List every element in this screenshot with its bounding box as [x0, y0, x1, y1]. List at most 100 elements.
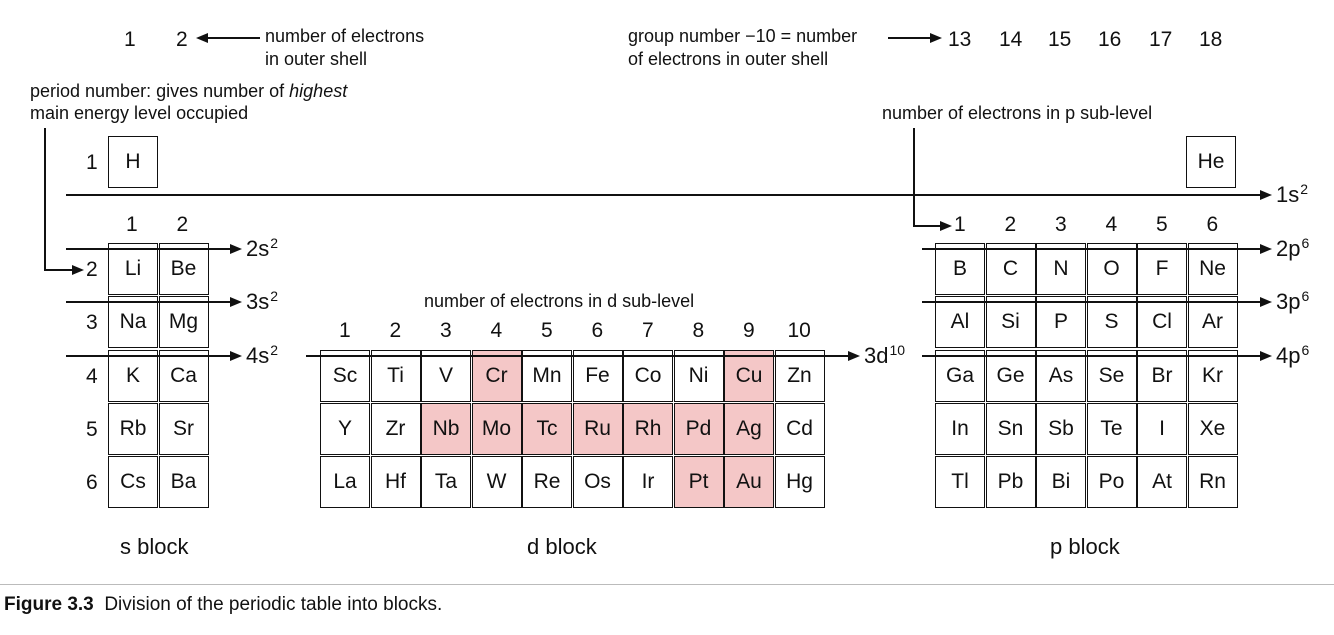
- orbital-1s-label: 1s2: [1276, 181, 1309, 207]
- element-Ru: Ru: [572, 403, 623, 455]
- orbital-3p-arrow: [1260, 297, 1272, 307]
- element-Cu: Cu: [724, 350, 774, 402]
- p-pointer-hline: [913, 225, 941, 227]
- element-Ta: Ta: [421, 456, 471, 508]
- element-Ir: Ir: [623, 456, 673, 508]
- period-4-label: 4: [86, 365, 98, 388]
- orbital-3d-line: [306, 355, 850, 357]
- element-Cd: Cd: [774, 403, 825, 455]
- top-group-1: 1: [124, 28, 136, 51]
- element-Ni: Ni: [673, 350, 724, 402]
- element-Be: Be: [158, 243, 209, 295]
- d-group-1: 1: [339, 319, 351, 342]
- top-group-14: 14: [999, 28, 1023, 51]
- element-In: In: [935, 403, 985, 455]
- p-block-label: p block: [1050, 534, 1120, 559]
- orbital-4s-arrow: [230, 351, 242, 361]
- group-minus-note-line1: group number −10 = number: [628, 26, 858, 46]
- element-Na: Na: [108, 296, 158, 348]
- element-N: N: [1036, 243, 1086, 295]
- element-Ge: Ge: [985, 350, 1036, 402]
- outer-shell-arrow-line: [206, 37, 260, 39]
- element-Rh: Rh: [623, 403, 673, 455]
- element-Hf: Hf: [370, 456, 421, 508]
- element-Ar: Ar: [1187, 296, 1238, 348]
- d-group-10: 10: [787, 319, 811, 342]
- element-Zr: Zr: [370, 403, 421, 455]
- orbital-4s-line: [66, 355, 232, 357]
- element-Rn: Rn: [1187, 456, 1238, 508]
- element-Os: Os: [572, 456, 623, 508]
- caption-text: Division of the periodic table into bloc…: [104, 594, 443, 615]
- caption-label: Figure 3.3: [4, 594, 94, 615]
- period-3-label: 3: [86, 311, 98, 334]
- orbital-3s-line: [66, 301, 232, 303]
- element-K: K: [108, 350, 158, 402]
- element-Mg: Mg: [158, 296, 209, 348]
- figure-caption: Figure 3.3 Division of the periodic tabl…: [4, 594, 442, 616]
- orbital-1s-line: [66, 194, 1262, 196]
- element-Cl: Cl: [1137, 296, 1187, 348]
- d-block-label: d block: [527, 534, 597, 559]
- s-group-2: 2: [176, 213, 189, 236]
- element-Rb: Rb: [108, 403, 158, 455]
- element-Zn: Zn: [774, 350, 825, 402]
- orbital-1s-arrow: [1260, 190, 1272, 200]
- d-group-5: 5: [541, 319, 553, 342]
- period-note-line1: period number: gives number of highest: [30, 81, 348, 101]
- top-group-16: 16: [1098, 28, 1122, 51]
- s-block-label: s block: [120, 534, 189, 559]
- element-Ti: Ti: [370, 350, 421, 402]
- element-Ga: Ga: [935, 350, 985, 402]
- element-La: La: [320, 456, 370, 508]
- orbital-3p-label: 3p6: [1276, 288, 1310, 314]
- group-minus-arrow-line: [888, 37, 932, 39]
- period-6-label: 6: [86, 471, 98, 494]
- period-pointer-vline: [44, 128, 46, 270]
- element-At: At: [1137, 456, 1187, 508]
- p-group-3: 3: [1055, 213, 1067, 236]
- element-B: B: [935, 243, 985, 295]
- element-Po: Po: [1086, 456, 1137, 508]
- element-Ca: Ca: [158, 350, 209, 402]
- orbital-2s-line: [66, 248, 232, 250]
- element-Al: Al: [935, 296, 985, 348]
- element-Ag: Ag: [724, 403, 774, 455]
- element-S: S: [1086, 296, 1137, 348]
- period-pointer-hline: [44, 269, 74, 271]
- orbital-3s-label: 3s2: [246, 288, 279, 314]
- period-5-label: 5: [86, 418, 98, 441]
- element-C: C: [985, 243, 1036, 295]
- caption-divider: [0, 584, 1334, 585]
- p-group-4: 4: [1105, 213, 1118, 236]
- element-Co: Co: [623, 350, 673, 402]
- element-Pt: Pt: [673, 456, 724, 508]
- orbital-4p-label: 4p6: [1276, 342, 1310, 368]
- element-Hg: Hg: [774, 456, 825, 508]
- p-group-1: 1: [954, 213, 966, 236]
- element-Pd: Pd: [673, 403, 724, 455]
- orbital-3p-line: [922, 301, 1262, 303]
- element-Ba: Ba: [158, 456, 209, 508]
- element-Tl: Tl: [935, 456, 985, 508]
- top-group-15: 15: [1048, 28, 1072, 51]
- p-group-5: 5: [1156, 213, 1168, 236]
- element-Sb: Sb: [1036, 403, 1086, 455]
- orbital-2p-line: [922, 248, 1262, 250]
- element-Mn: Mn: [522, 350, 572, 402]
- element-Fe: Fe: [572, 350, 623, 402]
- element-Tc: Tc: [522, 403, 572, 455]
- p-pointer-arrow: [940, 221, 952, 231]
- period-2-label: 2: [86, 258, 98, 281]
- orbital-4s-label: 4s2: [246, 342, 279, 368]
- element-Bi: Bi: [1036, 456, 1086, 508]
- d-group-2: 2: [389, 319, 402, 342]
- group-minus-note-line2: of electrons in outer shell: [628, 49, 829, 69]
- d-group-7: 7: [642, 319, 654, 342]
- element-Au: Au: [724, 456, 774, 508]
- element-Sc: Sc: [320, 350, 370, 402]
- element-Se: Se: [1086, 350, 1137, 402]
- p-group-2: 2: [1004, 213, 1017, 236]
- element-Pb: Pb: [985, 456, 1036, 508]
- element-Br: Br: [1137, 350, 1187, 402]
